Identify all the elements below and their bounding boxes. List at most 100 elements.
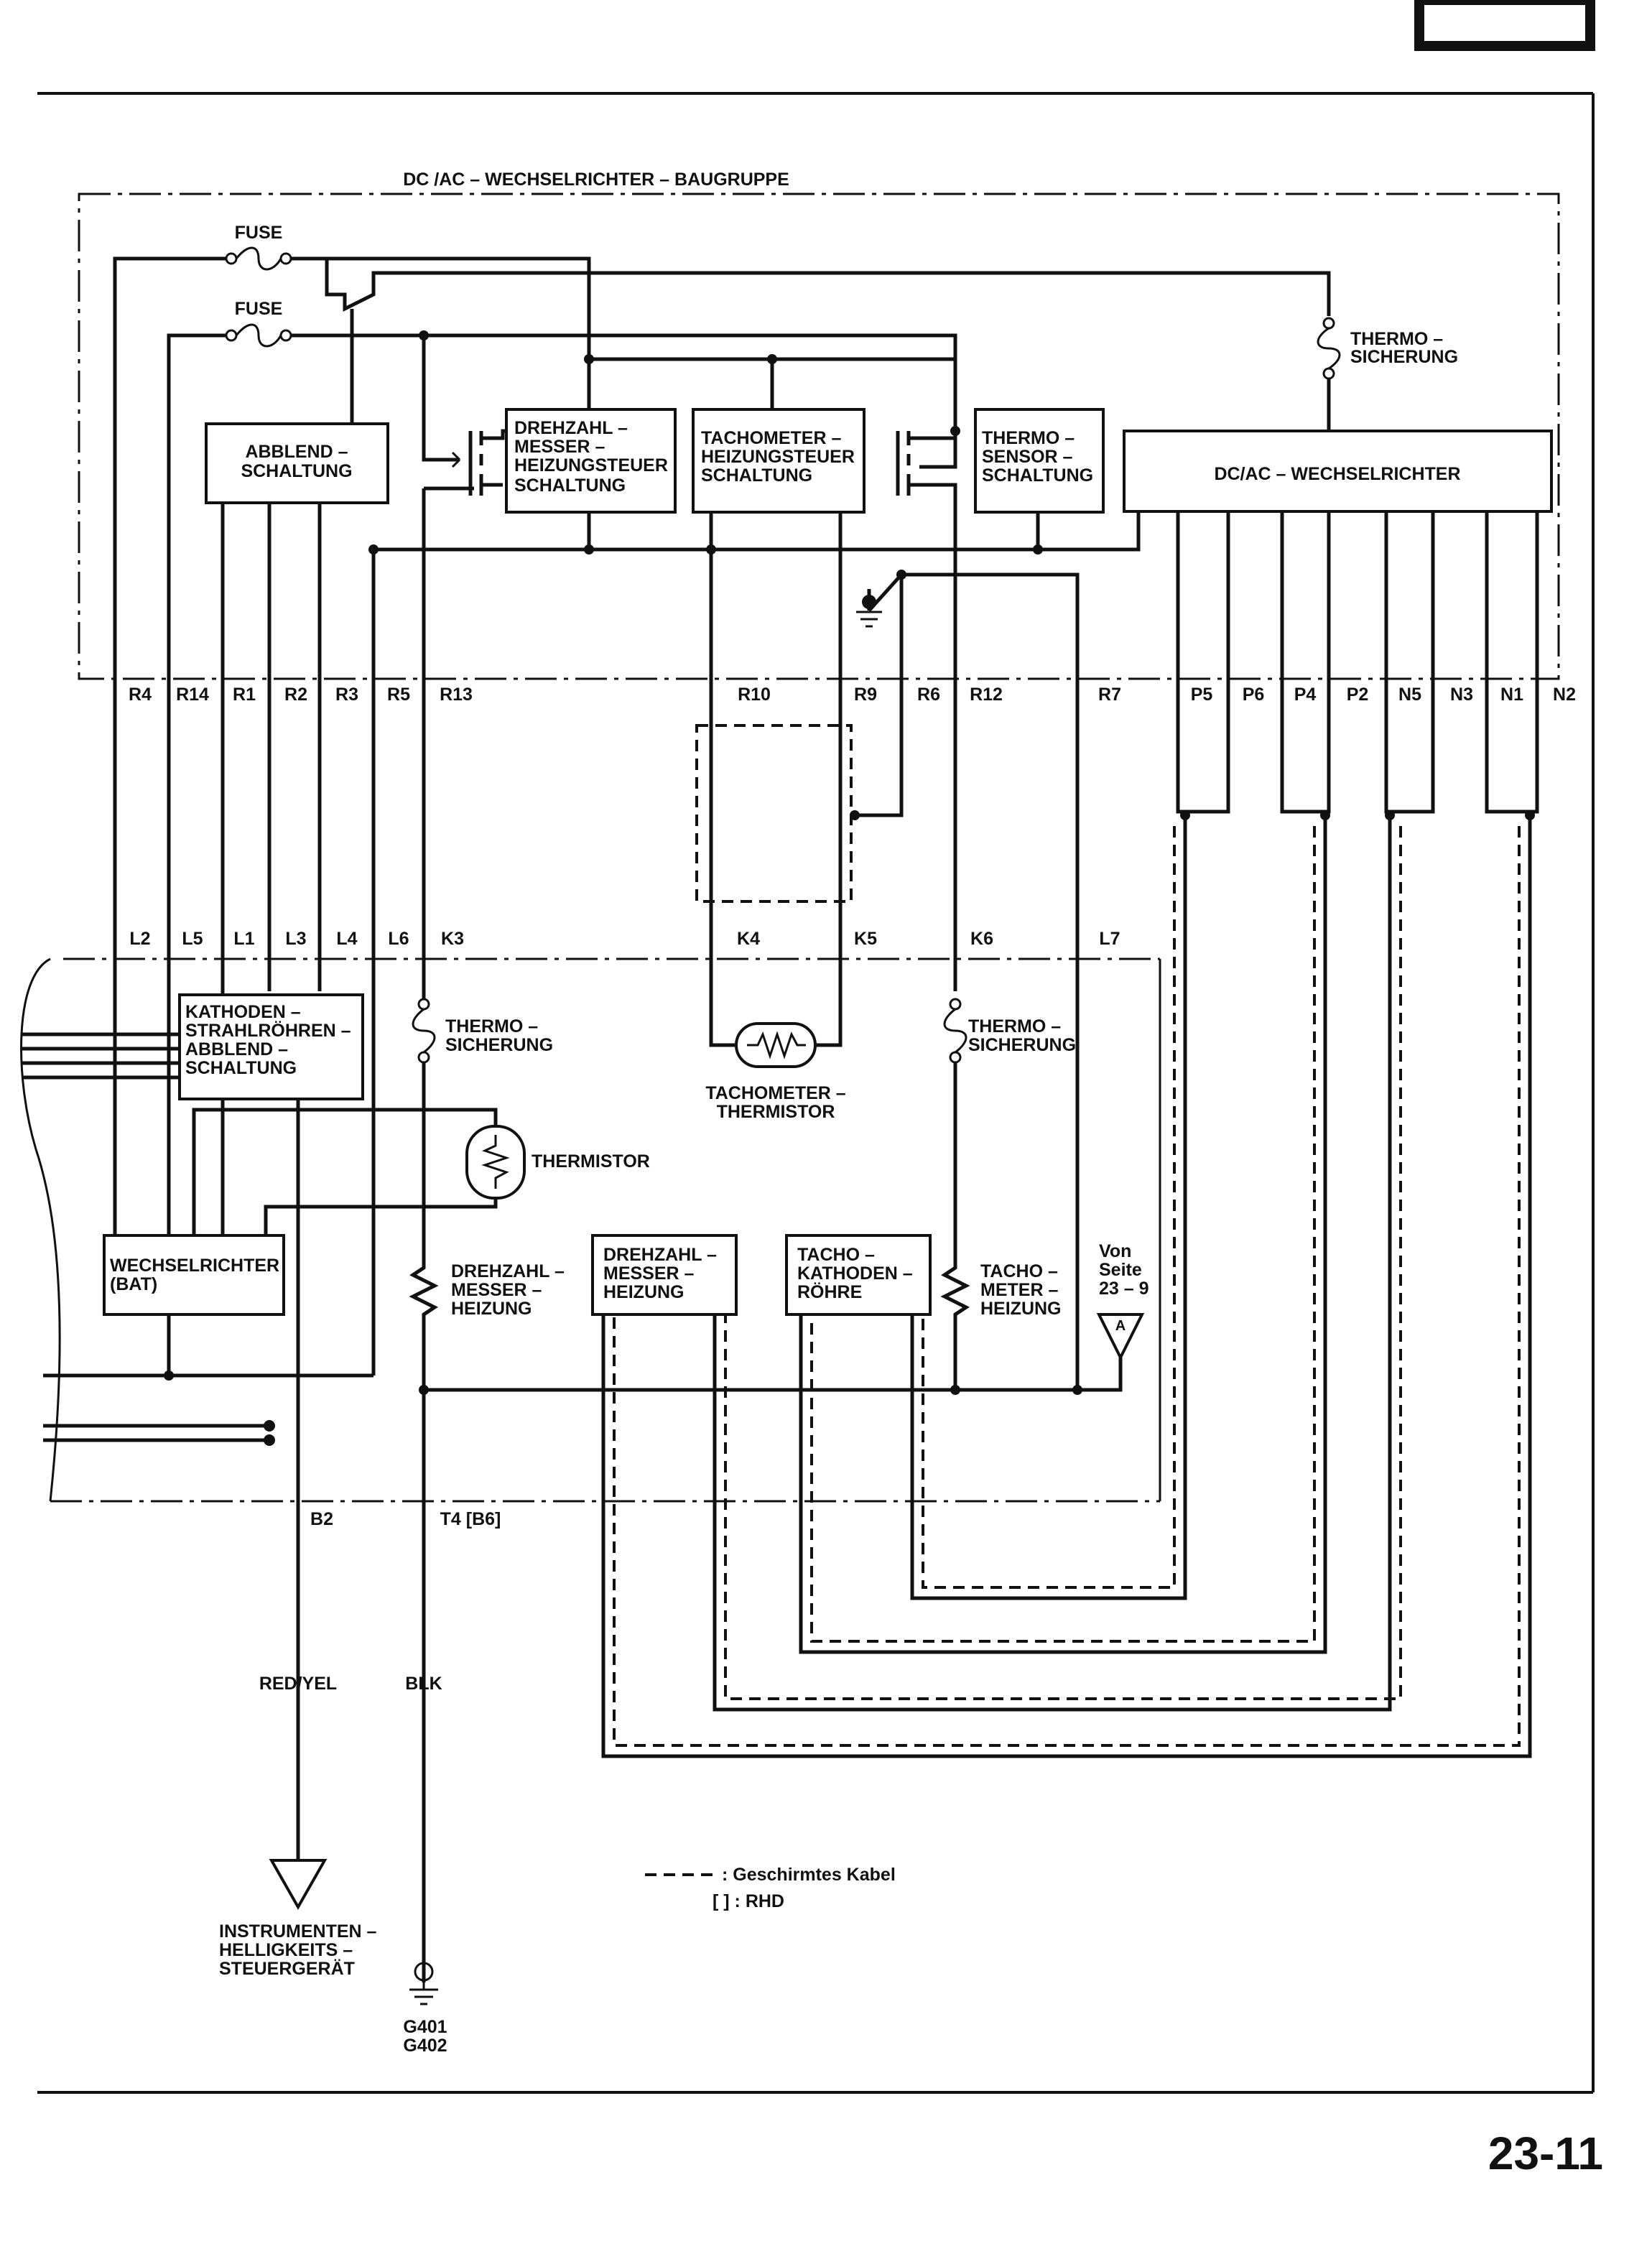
pin-label: R6 — [917, 685, 940, 705]
connector-a-label: A — [1115, 1318, 1126, 1334]
wires-bat-out — [43, 1373, 373, 1442]
instrumenten-label-1: INSTRUMENTEN – — [219, 1921, 377, 1942]
wire-heizung-bus — [424, 1358, 1123, 1392]
tacho-steuer-label-3: SCHALTUNG — [701, 465, 812, 486]
wire-r14 — [167, 333, 226, 679]
abblend-schaltung-box — [205, 422, 389, 504]
transistor-right-icon — [896, 431, 957, 546]
tacho-heizung-resistor — [940, 1261, 970, 1390]
kathoden-outputs — [22, 1032, 180, 1080]
thermo-fuse-right-label-1: THERMO – — [968, 1016, 1061, 1036]
ground-icon-inner — [856, 595, 882, 628]
thermo-fuse-right-label-2: SICHERUNG — [968, 1035, 1076, 1055]
pin-label: R1 — [233, 685, 256, 705]
ground-icon-g401 — [409, 1962, 438, 2005]
fuse-2-label: FUSE — [235, 299, 283, 319]
pin-label: R12 — [970, 685, 1003, 705]
wire-fuse2-right — [291, 333, 957, 431]
pin-label: K6 — [970, 929, 993, 949]
wire-r4 — [113, 256, 226, 679]
fuse-2-icon — [225, 323, 292, 348]
thermo-sensor-label-1: THERMO – — [982, 428, 1075, 448]
connector-r-pins: R4 R14 R1 R2 R3 R5 R13 R10 R9 R6 R12 R7 … — [129, 685, 1576, 705]
kathoden-box — [178, 993, 364, 1100]
pin-label: K3 — [441, 929, 464, 949]
loop-n1-drehzahl — [601, 815, 1532, 1758]
drehzahl-heizung-resistor — [409, 1261, 439, 1982]
wire-r7 — [868, 572, 1080, 679]
tacho-thermistor-icon — [735, 1022, 817, 1068]
wire-fuse1-right — [291, 256, 591, 359]
tacho-kathoden-label-3: RÖHRE — [797, 1281, 862, 1302]
von-seite-label-3: 23 – 9 — [1099, 1279, 1149, 1299]
connector-a-icon — [1096, 1313, 1145, 1361]
von-seite-label-1: Von — [1099, 1241, 1131, 1261]
pin-label: N3 — [1450, 685, 1473, 705]
pin-label: P2 — [1347, 685, 1369, 705]
pin-label: L1 — [233, 929, 254, 949]
assembly-title: DC /AC – WECHSELRICHTER – BAUGRUPPE — [403, 170, 789, 190]
drehzahl-heizung-res-label-1: DREHZAHL – — [451, 1261, 565, 1281]
von-seite-label-2: Seite — [1099, 1260, 1142, 1280]
shield-n1 — [613, 826, 1521, 1747]
pin-label: R2 — [284, 685, 307, 705]
drehzahl-heizung-box-label-1: DREHZAHL – — [603, 1245, 717, 1265]
pin-label: R4 — [129, 685, 152, 705]
wire-color-blk: BLK — [405, 1674, 442, 1694]
thermo-fuse-left-label-1: THERMO – — [445, 1016, 538, 1036]
shield-n5 — [724, 826, 1402, 1700]
wire-to-dcac — [325, 259, 1331, 316]
instrumenten-label-2: HELLIGKEITS – — [219, 1940, 353, 1960]
connector-l-pins: L2 L5 L1 L3 L4 L6 K3 K4 K5 K6 L7 — [129, 929, 1120, 949]
pin-label: P4 — [1294, 685, 1317, 705]
thermo-fuse-left-label-2: SICHERUNG — [445, 1035, 553, 1055]
assembly-frame — [78, 192, 1560, 680]
abblend-label-2: SCHALTUNG — [241, 461, 352, 481]
kathoden-label-2: STRAHLRÖHREN – — [185, 1020, 351, 1041]
wechselrichter-bat-label-2: (BAT) — [110, 1274, 157, 1294]
wire-n5-n3 — [1384, 511, 1435, 814]
instrumenten-connector-icon — [269, 1859, 328, 1911]
pin-label: L7 — [1099, 929, 1120, 949]
thermistor-label: THERMISTOR — [532, 1151, 650, 1172]
ground-label-2: G402 — [403, 2036, 447, 2056]
loop-p4-tacho — [799, 815, 1327, 1654]
fuse-1-label: FUSE — [235, 223, 283, 243]
pin-label: L2 — [129, 929, 150, 949]
pin-label: R9 — [854, 685, 877, 705]
drehzahl-heizung-box — [591, 1234, 738, 1316]
dcac-label: DC/AC – WECHSELRICHTER — [1214, 464, 1460, 484]
pin-label: L6 — [388, 929, 409, 949]
wire-color-red-yel: RED/YEL — [259, 1674, 337, 1694]
wire-r6 — [855, 575, 904, 817]
wire-ground-bus — [373, 511, 1141, 552]
kathoden-label-4: SCHALTUNG — [185, 1058, 297, 1078]
pin-label: N5 — [1398, 685, 1421, 705]
wire-ground-drops — [587, 512, 1040, 549]
transistor-left-icon — [422, 335, 510, 496]
drehzahl-heizung-box-label-3: HEIZUNG — [603, 1282, 685, 1302]
drehzahl-steuer-label-4: SCHALTUNG — [514, 476, 626, 496]
pin-label: R14 — [176, 685, 209, 705]
wechselrichter-bat-label-1: WECHSELRICHTER — [110, 1256, 279, 1276]
kathoden-label-3: ABBLEND – — [185, 1039, 288, 1059]
thermo-fuse-top-icon — [1317, 317, 1341, 380]
gauge-curve — [20, 957, 61, 1502]
tacho-heizung-label-3: HEIZUNG — [980, 1299, 1062, 1319]
pin-label: N2 — [1553, 685, 1576, 705]
thermo-sensor-label-2: SENSOR – — [982, 447, 1073, 467]
tacho-kathoden-label-1: TACHO – — [797, 1245, 875, 1265]
fuse-1-icon — [225, 246, 292, 271]
shield-box-r10-r9 — [695, 724, 853, 903]
kathoden-label-1: KATHODEN – — [185, 1002, 301, 1022]
pin-label: L5 — [182, 929, 203, 949]
wire-p4-p2 — [1280, 511, 1331, 814]
pin-label: R3 — [335, 685, 358, 705]
shield-p4 — [810, 826, 1316, 1643]
corner-tab — [1414, 0, 1595, 51]
tacho-steuer-label-2: HEIZUNGSTEUER — [701, 447, 855, 467]
pin-label: R10 — [738, 685, 771, 705]
wire-p5-p6 — [1176, 511, 1230, 814]
